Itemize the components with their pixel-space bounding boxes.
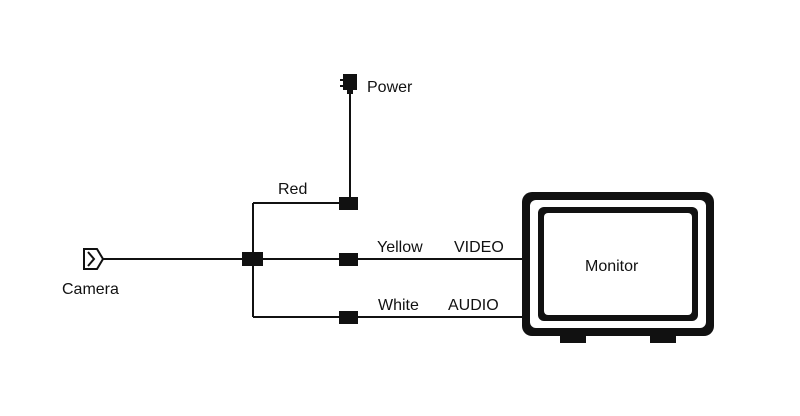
red-connector bbox=[339, 197, 358, 210]
red-label: Red bbox=[278, 181, 307, 198]
monitor-icon bbox=[522, 192, 714, 343]
camera-icon bbox=[83, 248, 105, 270]
yellow-label: Yellow bbox=[377, 239, 423, 256]
power-label: Power bbox=[367, 79, 413, 96]
monitor-label: Monitor bbox=[585, 258, 639, 275]
yellow-connector bbox=[339, 253, 358, 266]
power-plug-icon bbox=[340, 74, 357, 94]
audio-label: AUDIO bbox=[448, 297, 499, 314]
splitter-hub bbox=[242, 252, 263, 266]
camera-label: Camera bbox=[62, 281, 119, 298]
white-label: White bbox=[378, 297, 419, 314]
video-label: VIDEO bbox=[454, 239, 504, 256]
white-connector bbox=[339, 311, 358, 324]
